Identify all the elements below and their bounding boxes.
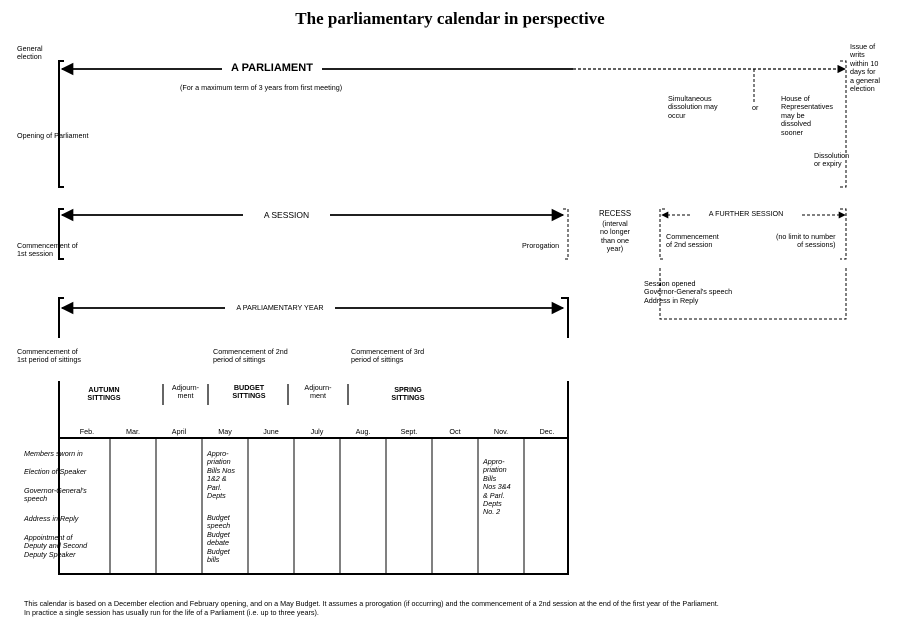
- list-item: Appointment of Deputy and Second Deputy …: [24, 533, 88, 559]
- commencement-1st-period-label: Commencement of 1st period of sittings: [17, 347, 81, 365]
- calendar-table: [58, 437, 569, 575]
- recess-note: (interval no longer than one year): [600, 219, 630, 254]
- session-bracket: [58, 208, 847, 320]
- month-label: Nov.: [493, 427, 509, 436]
- parliamentary-year-bracket: [58, 297, 569, 438]
- month-label: Dec.: [539, 427, 555, 436]
- month-label: Mar.: [126, 427, 140, 436]
- commencement-1st-session-label: Commencement of 1st session: [17, 241, 78, 259]
- list-item: Appro- priation Bills Nos 1&2 & Parl. De…: [207, 449, 235, 501]
- month-label: May: [218, 427, 232, 436]
- month-label: July: [310, 427, 324, 436]
- parliament-bracket: [58, 60, 847, 188]
- list-item: Governor-General's speech: [24, 486, 87, 504]
- list-item: Appro- priation Bills Nos 3&4 & Parl. De…: [483, 457, 511, 517]
- commencement-2nd-session-label: Commencement of 2nd session: [666, 232, 719, 250]
- commencement-3rd-period-label: Commencement of 3rd period of sittings: [351, 347, 425, 365]
- adjournment-2-label: Adjourn- ment: [304, 383, 332, 401]
- recess-title: RECESS: [598, 209, 632, 218]
- month-label: Sept.: [400, 427, 418, 436]
- parliament-heading: A PARLIAMENT: [231, 62, 313, 74]
- spring-sittings-label: SPRING SITTINGS: [391, 385, 425, 403]
- parliamentary-year-heading: A PARLIAMENTARY YEAR: [236, 303, 324, 312]
- max-term-label: (For a maximum term of 3 years from firs…: [180, 83, 343, 92]
- list-item: Budget speech Budget debate Budget bills: [207, 513, 231, 565]
- general-election-label: General election: [17, 44, 43, 62]
- adjournment-1-label: Adjourn- ment: [171, 383, 200, 401]
- footnote-line-2: In practice a single session has usually…: [24, 608, 319, 617]
- month-label: Feb.: [79, 427, 95, 436]
- session-heading: A SESSION: [263, 210, 310, 220]
- opening-of-parliament-label: Opening of Parliament: [17, 131, 89, 140]
- month-label: Aug.: [355, 427, 371, 436]
- simultaneous-dissolution-label: Simultaneous dissolution may occur: [668, 94, 718, 120]
- dissolution-label: Dissolution or expiry: [814, 151, 850, 169]
- list-item: Address in Reply: [24, 514, 79, 523]
- month-label: April: [171, 427, 187, 436]
- house-dissolved-label: House of Representatives may be dissolve…: [781, 94, 833, 137]
- further-session-heading: A FURTHER SESSION: [708, 209, 784, 218]
- footnote-line-1: This calendar is based on a December ele…: [24, 599, 719, 608]
- prorogation-label: Prorogation: [522, 241, 560, 250]
- budget-sittings-label: BUDGET SITTINGS: [232, 383, 266, 401]
- list-item: Election of Speaker: [24, 467, 87, 476]
- autumn-sittings-label: AUTUMN SITTINGS: [87, 385, 121, 403]
- no-limit-sessions-label: (no limit to number of sessions): [776, 232, 836, 250]
- issue-of-writs-label: Issue of writs within 10 days for a gene…: [850, 42, 880, 94]
- list-item: Members sworn in: [24, 449, 83, 458]
- commencement-2nd-period-label: Commencement of 2nd period of sittings: [213, 347, 288, 365]
- page-title: The parliamentary calendar in perspectiv…: [295, 9, 605, 28]
- or-label: or: [752, 103, 759, 112]
- month-label: June: [263, 427, 279, 436]
- month-label: Oct: [449, 427, 461, 436]
- session-opened-label: Session opened Governor-General's speech…: [644, 279, 733, 305]
